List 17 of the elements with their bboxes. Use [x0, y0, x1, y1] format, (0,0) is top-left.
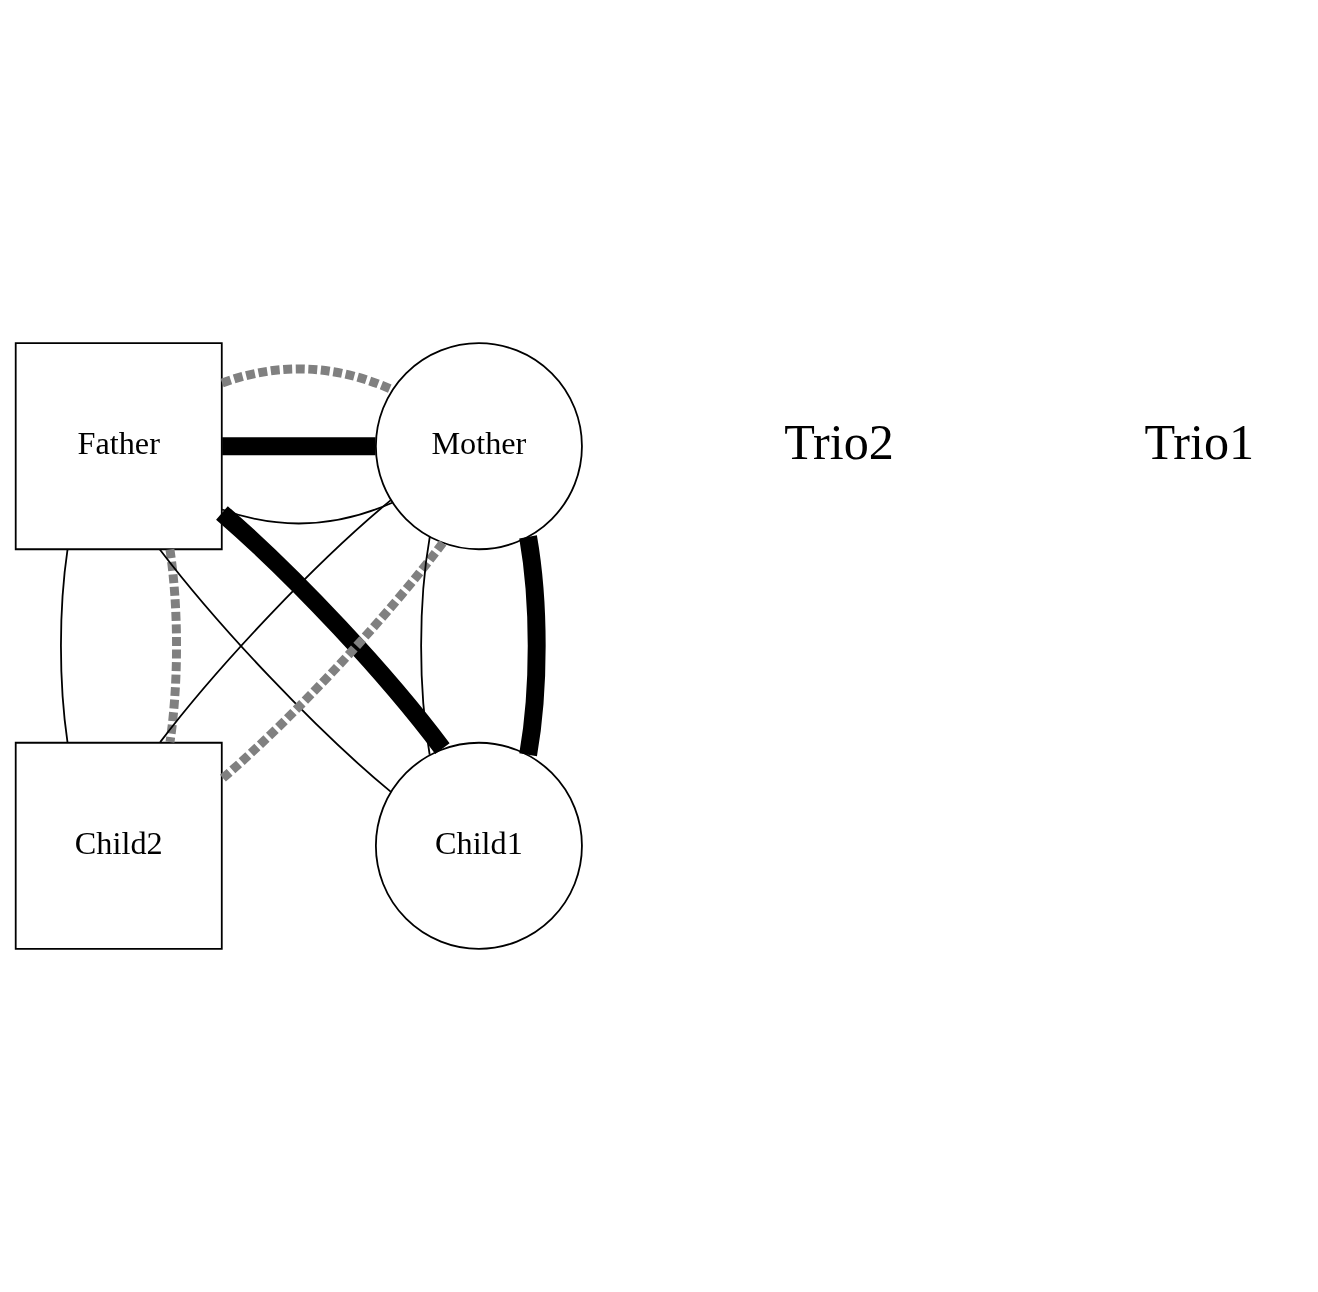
connector	[60, 548, 69, 743]
connector	[219, 540, 447, 783]
label: Trio1	[1144, 413, 1255, 470]
node-circle: Child1	[375, 741, 583, 950]
connector	[165, 548, 181, 743]
connector	[222, 437, 376, 456]
connector	[216, 506, 450, 755]
node-box: Child2	[14, 741, 223, 950]
connector	[519, 535, 546, 757]
label: Trio2	[784, 413, 894, 470]
node-circle: Mother	[375, 342, 583, 551]
connector	[220, 364, 394, 394]
connector	[158, 548, 392, 793]
connector	[420, 535, 431, 756]
node-box: Father	[14, 342, 223, 551]
connector	[221, 501, 394, 525]
connector	[159, 499, 392, 743]
